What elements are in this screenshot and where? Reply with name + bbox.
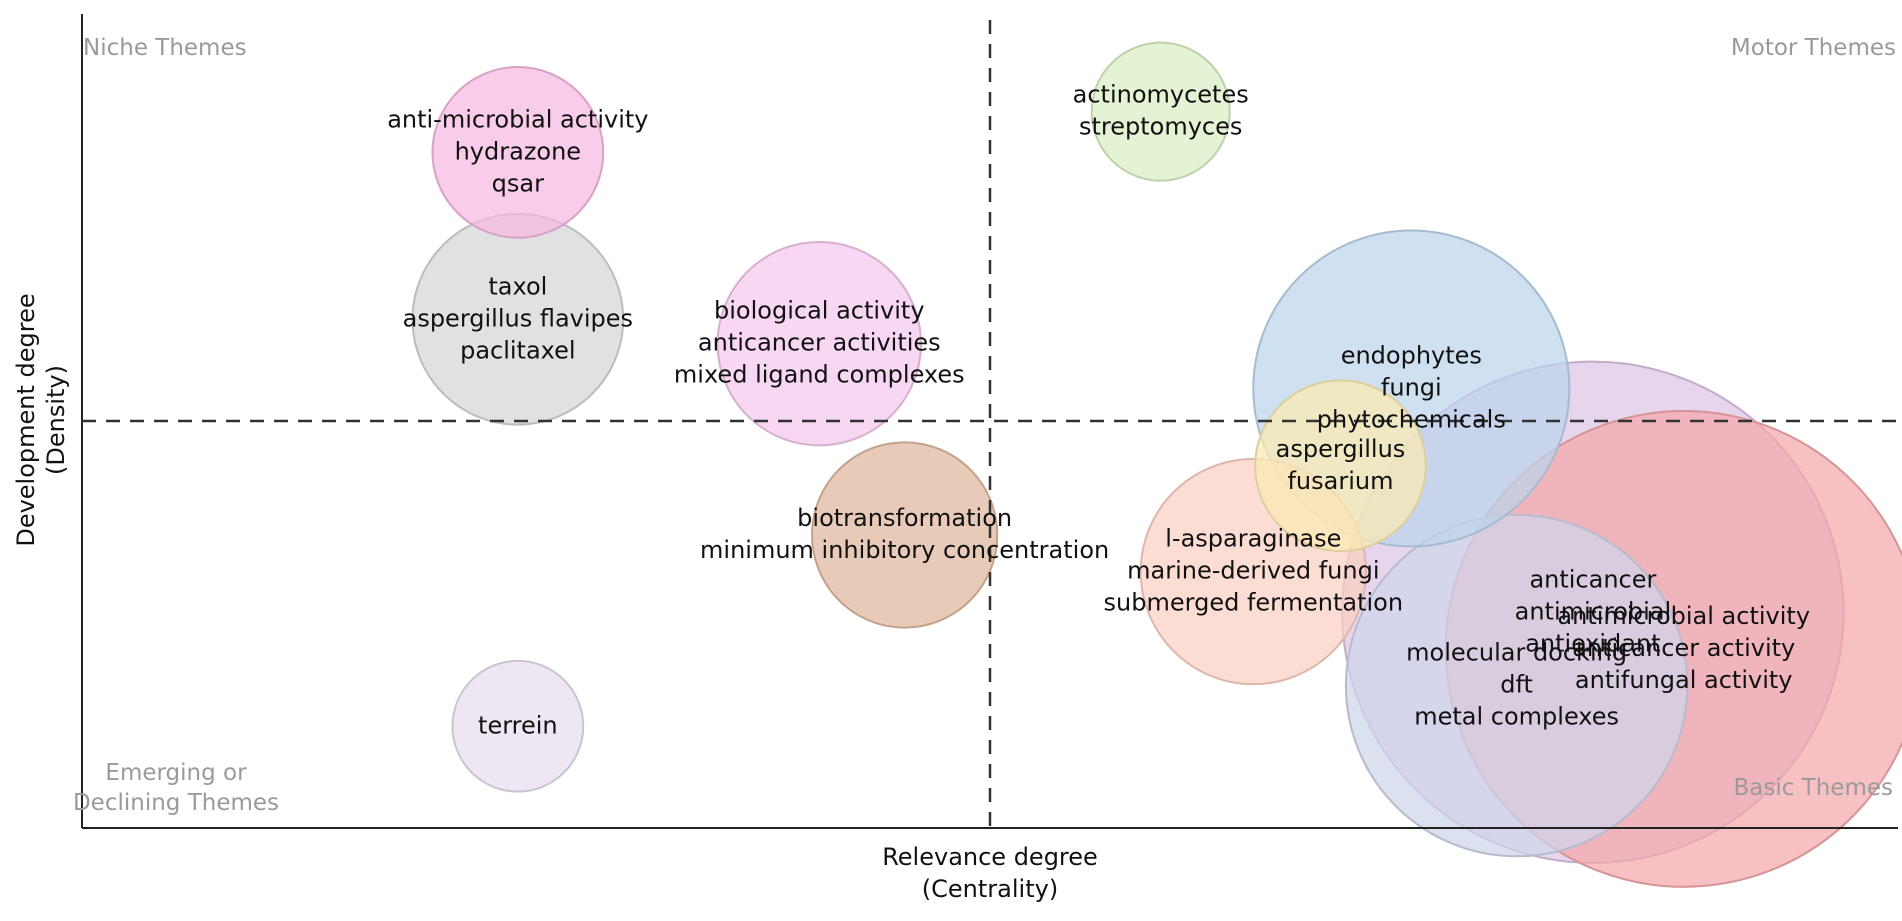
theme-term-label: terrein	[478, 711, 558, 739]
theme-term-label: anticancer activity	[1572, 634, 1795, 662]
x-axis-title: Relevance degree(Centrality)	[882, 843, 1098, 903]
theme-term-label: biological activity	[714, 297, 925, 325]
theme-term-label: l-asparaginase	[1165, 525, 1341, 553]
quadrant-label-top-left: Niche Themes	[83, 35, 247, 61]
theme-term-label: antimicrobial	[1515, 597, 1672, 625]
theme-term-label: qsar	[492, 169, 544, 197]
bubbles-layer	[411, 41, 1902, 888]
theme-term-label: antifungal activity	[1575, 666, 1793, 694]
theme-term-label: anti-microbial activity	[387, 105, 648, 133]
theme-term-label: metal complexes	[1414, 703, 1619, 731]
theme-term-label: taxol	[488, 272, 547, 300]
theme-term-label: aspergillus flavipes	[403, 304, 633, 332]
theme-bubble	[1090, 41, 1231, 182]
theme-term-label: antimicrobial activity	[1557, 602, 1810, 630]
theme-term-label: marine-derived fungi	[1127, 557, 1379, 585]
theme-term-label: fungi	[1381, 373, 1442, 401]
axes-layer	[81, 14, 1898, 829]
quadrant-label-top-right: Motor Themes	[1731, 35, 1896, 61]
theme-term-label: anticancer activities	[698, 329, 941, 357]
theme-bubble	[811, 441, 999, 629]
y-axis-title: Development degree(Density)	[12, 293, 70, 546]
theme-term-label: antioxidant	[1525, 629, 1660, 657]
theme-term-label: endophytes	[1341, 341, 1482, 369]
theme-term-label: biotransformation	[797, 504, 1012, 532]
theme-term-label: phytochemicals	[1317, 405, 1506, 433]
theme-bubble	[1254, 379, 1427, 553]
theme-term-label: aspergillus	[1276, 435, 1406, 463]
quadrant-label-bottom-right: Basic Themes	[1733, 775, 1893, 801]
theme-bubble	[1344, 513, 1689, 858]
theme-term-label: streptomyces	[1079, 113, 1242, 141]
theme-bubble	[716, 240, 922, 447]
theme-term-label: minimum inhibitory concentration	[700, 536, 1109, 564]
theme-term-label: actinomycetes	[1073, 81, 1249, 109]
theme-term-label: hydrazone	[455, 137, 581, 165]
theme-term-label: anticancer	[1529, 565, 1656, 593]
theme-term-label: paclitaxel	[460, 336, 576, 364]
theme-term-label: molecular docking	[1406, 639, 1627, 667]
theme-bubble	[431, 66, 605, 239]
theme-term-label: dft	[1500, 671, 1533, 699]
theme-bubble	[451, 659, 585, 793]
theme-term-label: mixed ligand complexes	[674, 361, 965, 389]
theme-term-label: fusarium	[1287, 467, 1393, 495]
theme-term-label: submerged fermentation	[1104, 589, 1404, 617]
